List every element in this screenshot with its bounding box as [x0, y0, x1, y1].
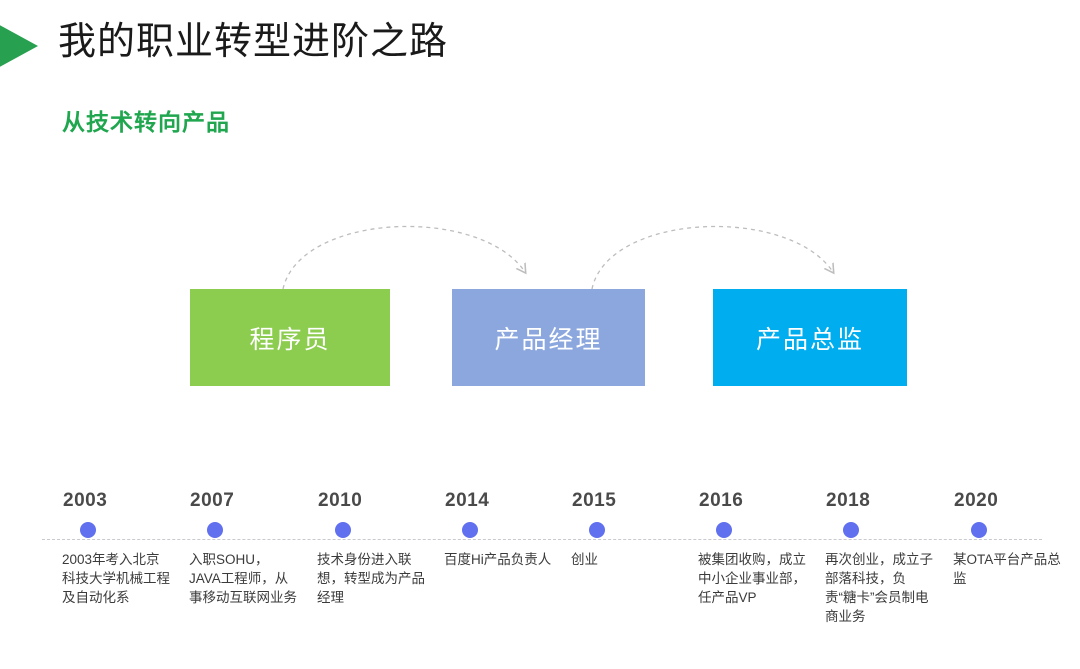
- timeline-year: 2016: [699, 490, 744, 511]
- timeline-year: 2007: [190, 490, 235, 511]
- timeline-description: 技术身份进入联想，转型成为产品经理: [317, 552, 425, 605]
- timeline-dot-icon: [335, 522, 351, 538]
- timeline-dot-icon: [843, 522, 859, 538]
- section-subtitle: 从技术转向产品: [62, 109, 230, 135]
- role-box-product-manager[interactable]: 产品经理: [452, 289, 645, 386]
- timeline-year: 2018: [826, 490, 871, 511]
- timeline-description: 入职SOHU，JAVA工程师，从事移动互联网业务: [189, 552, 297, 605]
- role-box-label: 产品经理: [494, 325, 603, 354]
- page-title: 我的职业转型进阶之路: [58, 21, 449, 63]
- role-box-programmer[interactable]: 程序员: [190, 289, 390, 386]
- arrow-programmer-to-pm: [282, 225, 525, 290]
- timeline-dot-icon: [462, 522, 478, 538]
- timeline-year: 2014: [445, 490, 490, 511]
- timeline-year: 2015: [572, 490, 617, 511]
- timeline-description: 某OTA平台产品总监: [953, 552, 1061, 586]
- timeline-year: 2010: [318, 490, 363, 511]
- timeline-year: 2020: [954, 490, 999, 511]
- timeline-description: 被集团收购，成立中小企业事业部，任产品VP: [698, 552, 806, 605]
- timeline-dot-icon: [80, 522, 96, 538]
- timeline-axis: [42, 539, 1042, 540]
- arrow-pm-to-director: [591, 225, 833, 290]
- timeline-description: 再次创业，成立子部落科技，负责“糖卡”会员制电商业务: [825, 552, 933, 624]
- timeline-dot-icon: [716, 522, 732, 538]
- timeline-description: 创业: [571, 552, 598, 567]
- timeline-year: 2003: [63, 490, 108, 511]
- timeline-description: 2003年考入北京科技大学机械工程及自动化系: [62, 552, 170, 605]
- role-box-label: 产品总监: [755, 325, 864, 354]
- role-box-label: 程序员: [249, 325, 331, 354]
- green-triangle-bullet-icon: [0, 22, 38, 70]
- role-box-product-director[interactable]: 产品总监: [713, 289, 907, 386]
- timeline-dot-icon: [207, 522, 223, 538]
- timeline-dot-icon: [971, 522, 987, 538]
- timeline-description: 百度Hi产品负责人: [444, 552, 552, 567]
- timeline-dot-icon: [589, 522, 605, 538]
